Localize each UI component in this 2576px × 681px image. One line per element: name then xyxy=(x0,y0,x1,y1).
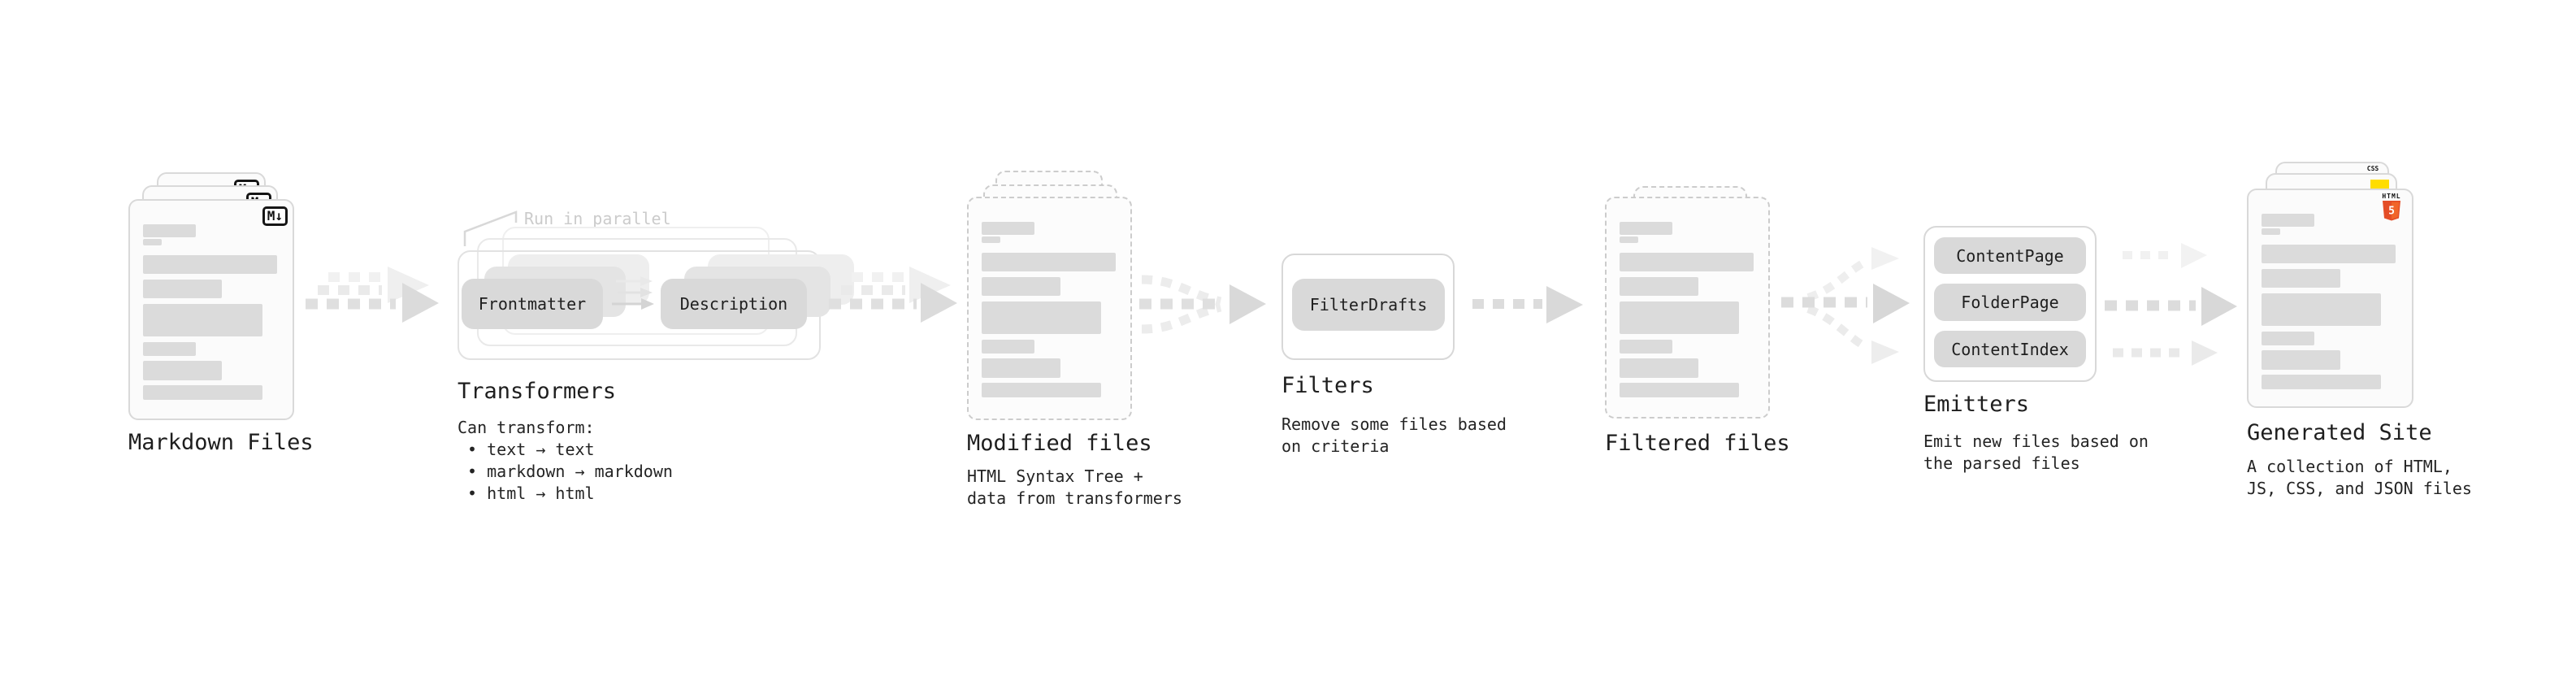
text-placeholder-bar xyxy=(2262,375,2381,389)
text-placeholder-bar xyxy=(2262,245,2396,263)
js-file-icon xyxy=(2370,180,2389,189)
text-placeholder-bar xyxy=(1620,236,1638,243)
text-placeholder-bar xyxy=(2262,332,2314,345)
text-placeholder-bar xyxy=(982,358,1060,378)
stage-emitters: ContentPage FolderPage ContentIndex Emit… xyxy=(1923,226,2184,494)
document-card: HTML 5 xyxy=(2247,189,2413,408)
filter-pill-filterdrafts: FilterDrafts xyxy=(1292,279,1445,331)
text-placeholder-bar xyxy=(143,361,222,380)
emitters-box: ContentPage FolderPage ContentIndex xyxy=(1923,226,2097,382)
text-placeholder-bar xyxy=(982,277,1060,296)
arrow-frontmatter-to-description xyxy=(612,276,654,310)
run-in-parallel-bracket xyxy=(463,210,518,246)
arrow-filtered-to-emitters xyxy=(1781,247,1910,364)
stage-desc-generated-site: A collection of HTML, JS, CSS, and JSON … xyxy=(2247,457,2472,498)
emitter-pill-contentpage: ContentPage xyxy=(1934,237,2086,274)
document-card: M↓ xyxy=(128,199,294,420)
text-placeholder-bar xyxy=(982,222,1034,235)
arrow-emitters-to-site xyxy=(2105,243,2237,366)
svg-text:5: 5 xyxy=(2388,206,2395,218)
text-placeholder-bar xyxy=(1620,253,1754,271)
stage-title-generated-site: Generated Site xyxy=(2247,420,2432,445)
run-in-parallel-note: Run in parallel xyxy=(524,209,671,228)
stage-filters: FilterDrafts Filters Remove some files b… xyxy=(1281,254,1542,481)
stage-desc-transformers: Can transform: • text → text • markdown … xyxy=(458,418,673,503)
text-placeholder-bar xyxy=(143,255,277,274)
text-placeholder-bar xyxy=(143,385,262,400)
stage-title-emitters: Emitters xyxy=(1923,392,2030,417)
stage-generated-site: CSS HTML 5 Generated xyxy=(2247,162,2472,519)
text-placeholder-bar xyxy=(982,253,1116,271)
stage-desc-modified-files: HTML Syntax Tree + data from transformer… xyxy=(967,466,1182,508)
filters-box: FilterDrafts xyxy=(1281,254,1455,360)
stage-modified-files: Modified files HTML Syntax Tree + data f… xyxy=(967,171,1182,520)
text-placeholder-bar xyxy=(1620,301,1739,334)
text-placeholder-bar xyxy=(2262,293,2381,326)
text-placeholder-bar xyxy=(143,280,222,298)
stage-desc-emitters: Emit new files based on the parsed files xyxy=(1923,432,2149,473)
text-placeholder-bar xyxy=(1620,358,1698,378)
arrow-filters-to-filtered xyxy=(1472,286,1583,323)
stage-title-filters: Filters xyxy=(1281,373,1374,398)
text-placeholder-bar xyxy=(2262,214,2314,227)
emitter-pill-folderpage: FolderPage xyxy=(1934,284,2086,321)
text-placeholder-bar xyxy=(982,340,1034,354)
text-placeholder-bar xyxy=(2262,350,2340,370)
arrow-markdown-to-transformers xyxy=(306,267,439,323)
text-placeholder-bar xyxy=(143,239,162,245)
text-placeholder-bar xyxy=(1620,340,1672,354)
document-card-dashed xyxy=(967,197,1132,420)
arrow-modified-to-filters xyxy=(1139,275,1266,334)
text-placeholder-bar xyxy=(143,224,196,237)
markdown-icon: M↓ xyxy=(262,206,288,226)
transformer-pill-frontmatter: Frontmatter xyxy=(462,279,603,329)
document-card-dashed xyxy=(1605,197,1770,419)
emitter-pill-contentindex: ContentIndex xyxy=(1934,331,2086,367)
stage-title-transformers: Transformers xyxy=(458,379,617,404)
stage-transformers: Run in parallel Frontmatter Description … xyxy=(458,209,854,551)
stage-markdown-files: M↓ M↓ M↓ Markdown Files xyxy=(128,172,340,497)
text-placeholder-bar xyxy=(982,383,1101,397)
text-placeholder-bar xyxy=(143,304,262,336)
text-placeholder-bar xyxy=(2262,228,2280,235)
text-placeholder-bar xyxy=(1620,222,1672,235)
stage-filtered-files: Filtered files xyxy=(1605,186,1816,511)
stage-title-filtered-files: Filtered files xyxy=(1605,431,1790,456)
transformer-pill-description: Description xyxy=(661,279,807,329)
stage-title-markdown-files: Markdown Files xyxy=(128,430,314,455)
stage-desc-filters: Remove some files based on criteria xyxy=(1281,414,1507,456)
stage-title-modified-files: Modified files xyxy=(967,431,1152,456)
arrow-transformers-to-modified xyxy=(829,267,957,323)
text-placeholder-bar xyxy=(1620,383,1739,397)
html5-icon: HTML 5 xyxy=(2381,193,2402,224)
text-placeholder-bar xyxy=(982,236,1000,243)
text-placeholder-bar xyxy=(2262,269,2340,288)
text-placeholder-bar xyxy=(1620,277,1698,296)
text-placeholder-bar xyxy=(143,342,196,356)
text-placeholder-bar xyxy=(982,301,1101,334)
